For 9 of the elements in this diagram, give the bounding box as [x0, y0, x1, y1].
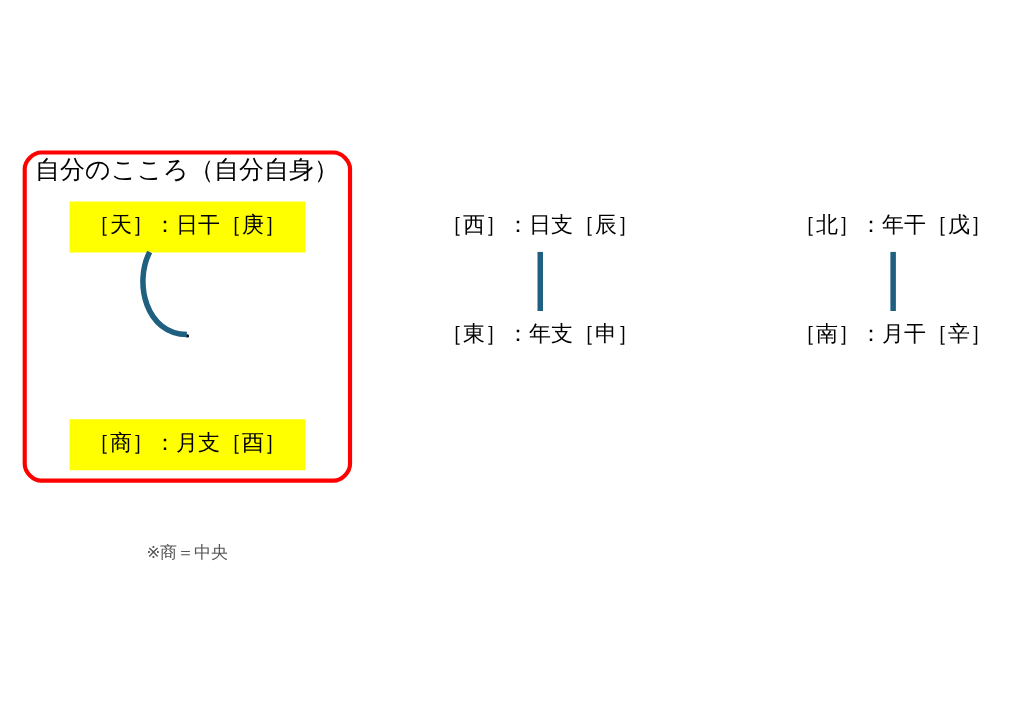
connector — [890, 251, 896, 311]
node-text: ［南］：月干［辛］ — [794, 321, 993, 347]
node-text: ［東］：年支［申］ — [441, 321, 640, 347]
connector — [537, 251, 543, 311]
node-box: ［天］：日干［庚］ — [69, 201, 306, 253]
label: ※商＝中央 — [146, 542, 229, 562]
node-text: ［西］：日支［辰］ — [441, 212, 640, 238]
node-box: ［商］：月支［酉］ — [69, 419, 306, 471]
node-text: ［北］：年干［戊］ — [794, 212, 993, 238]
